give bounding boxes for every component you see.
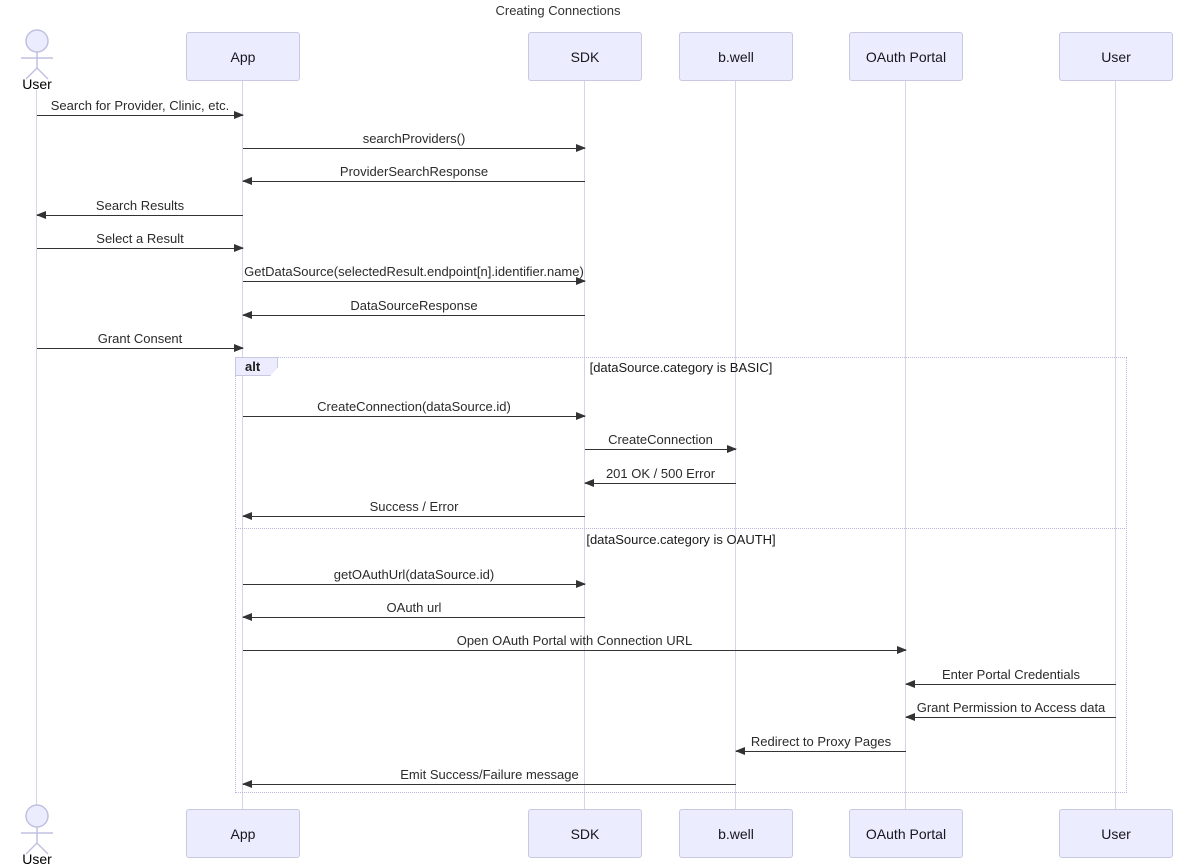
arrowhead-icon — [242, 177, 252, 185]
participant-box-app-top: App — [186, 32, 300, 81]
participant-box-user-top: User — [1059, 32, 1173, 81]
participant-box-sdk-top: SDK — [528, 32, 642, 81]
message-arrow — [585, 445, 737, 453]
message-arrow — [242, 613, 585, 621]
message-label: Search Results — [95, 198, 185, 213]
lifeline-oauth-portal — [905, 81, 906, 809]
message-arrow — [242, 780, 736, 788]
arrowhead-icon — [584, 479, 594, 487]
lifeline-app — [242, 81, 243, 809]
user-actor-icon — [21, 29, 53, 80]
arrowhead-icon — [576, 580, 586, 588]
message-label: 201 OK / 500 Error — [605, 466, 716, 481]
message-arrow — [243, 412, 586, 420]
diagram-title: Creating Connections — [495, 3, 621, 18]
actor-label-user-bottom: User — [22, 851, 52, 865]
message-arrow — [242, 177, 585, 185]
message-label: ProviderSearchResponse — [339, 164, 489, 179]
message-label: GetDataSource(selectedResult.endpoint[n]… — [244, 264, 584, 279]
message-label: Enter Portal Credentials — [941, 667, 1080, 682]
message-arrow — [243, 144, 586, 152]
arrowhead-icon — [242, 613, 252, 621]
message-arrow — [37, 111, 244, 119]
arrowhead-icon — [576, 144, 586, 152]
participant-box-user-bottom: User — [1059, 809, 1173, 858]
participant-box-oauth-bottom: OAuth Portal — [849, 809, 963, 858]
arrowhead-icon — [234, 244, 244, 252]
message-arrow — [242, 512, 585, 520]
participant-box-oauth-top: OAuth Portal — [849, 32, 963, 81]
alt-condition-oauth: [dataSource.category is OAUTH] — [586, 532, 776, 547]
message-arrow — [735, 747, 906, 755]
message-label: getOAuthUrl(dataSource.id) — [333, 567, 495, 582]
message-label: Grant Permission to Access data — [916, 700, 1106, 715]
lifeline-sdk — [584, 81, 585, 809]
message-arrow — [243, 580, 586, 588]
arrowhead-icon — [234, 111, 244, 119]
message-arrow — [37, 244, 244, 252]
arrowhead-icon — [897, 646, 907, 654]
message-label: searchProviders() — [362, 131, 466, 146]
arrowhead-icon — [242, 780, 252, 788]
alt-condition-basic: [dataSource.category is BASIC] — [589, 360, 773, 375]
arrowhead-icon — [234, 344, 244, 352]
actor-label-user-top: User — [22, 76, 52, 92]
arrowhead-icon — [576, 277, 586, 285]
alt-frame: alt [dataSource.category is BASIC] [data… — [235, 357, 1127, 793]
arrowhead-icon — [905, 713, 915, 721]
participant-box-bwell-bottom: b.well — [679, 809, 793, 858]
arrowhead-icon — [242, 512, 252, 520]
participant-box-bwell-top: b.well — [679, 32, 793, 81]
arrowhead-icon — [727, 445, 737, 453]
message-arrow — [905, 713, 1116, 721]
message-arrow — [242, 311, 585, 319]
participant-box-app-bottom: App — [186, 809, 300, 858]
message-label: DataSourceResponse — [350, 298, 478, 313]
message-arrow — [905, 680, 1116, 688]
message-arrow — [243, 646, 907, 654]
message-label: CreateConnection(dataSource.id) — [317, 399, 511, 414]
message-label: Select a Result — [96, 231, 184, 246]
message-label: Open OAuth Portal with Connection URL — [456, 633, 693, 648]
arrowhead-icon — [735, 747, 745, 755]
alt-keyword-label: alt — [235, 357, 278, 376]
message-label: Redirect to Proxy Pages — [750, 734, 892, 749]
lifeline-user-right — [1115, 81, 1116, 809]
message-arrow — [243, 277, 586, 285]
message-arrow — [37, 344, 244, 352]
arrowhead-icon — [36, 211, 46, 219]
lifeline-user-left — [36, 90, 37, 806]
alt-branch-divider — [235, 528, 1127, 529]
message-arrow — [584, 479, 736, 487]
message-label: Grant Consent — [97, 331, 183, 346]
message-label: Search for Provider, Clinic, etc. — [50, 98, 230, 113]
arrowhead-icon — [576, 412, 586, 420]
message-label: OAuth url — [386, 600, 442, 615]
arrowhead-icon — [905, 680, 915, 688]
message-label: CreateConnection — [608, 432, 713, 447]
message-arrow — [36, 211, 243, 219]
participant-box-sdk-bottom: SDK — [528, 809, 642, 858]
arrowhead-icon — [242, 311, 252, 319]
message-label: Success / Error — [369, 499, 459, 514]
user-actor-icon — [21, 804, 53, 855]
message-label: Emit Success/Failure message — [400, 767, 579, 782]
